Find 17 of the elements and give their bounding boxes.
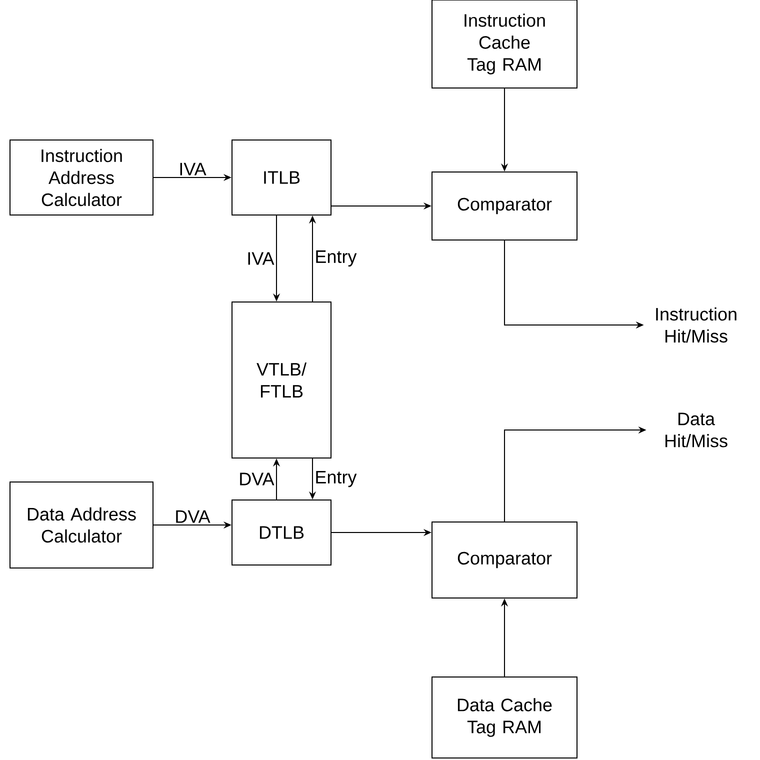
process-box: ITLB [232,140,332,216]
edge-label: IVA [246,251,276,266]
process-box: VTLB/ FTLB [232,302,332,458]
edge-label: Entry [314,470,358,488]
process-box: Instruction Address Calculator [10,140,154,216]
process-box: Comparator [432,172,578,240]
edge-label: Entry [314,249,358,268]
edge-label: IVA [178,162,208,176]
edge-label: DVA [238,472,276,486]
process-box: Data Address Calculator [10,482,154,568]
output-label: Instruction Hit/Miss [656,307,736,343]
process-box: Instruction Cache Tag RAM [432,0,578,88]
process-box: DTLB [232,500,332,566]
edge-label: DVA [174,509,212,524]
process-box: Comparator [432,522,578,598]
output-label: Data Hit/Miss [665,412,728,448]
process-box: Data Cache Tag RAM [432,676,578,758]
